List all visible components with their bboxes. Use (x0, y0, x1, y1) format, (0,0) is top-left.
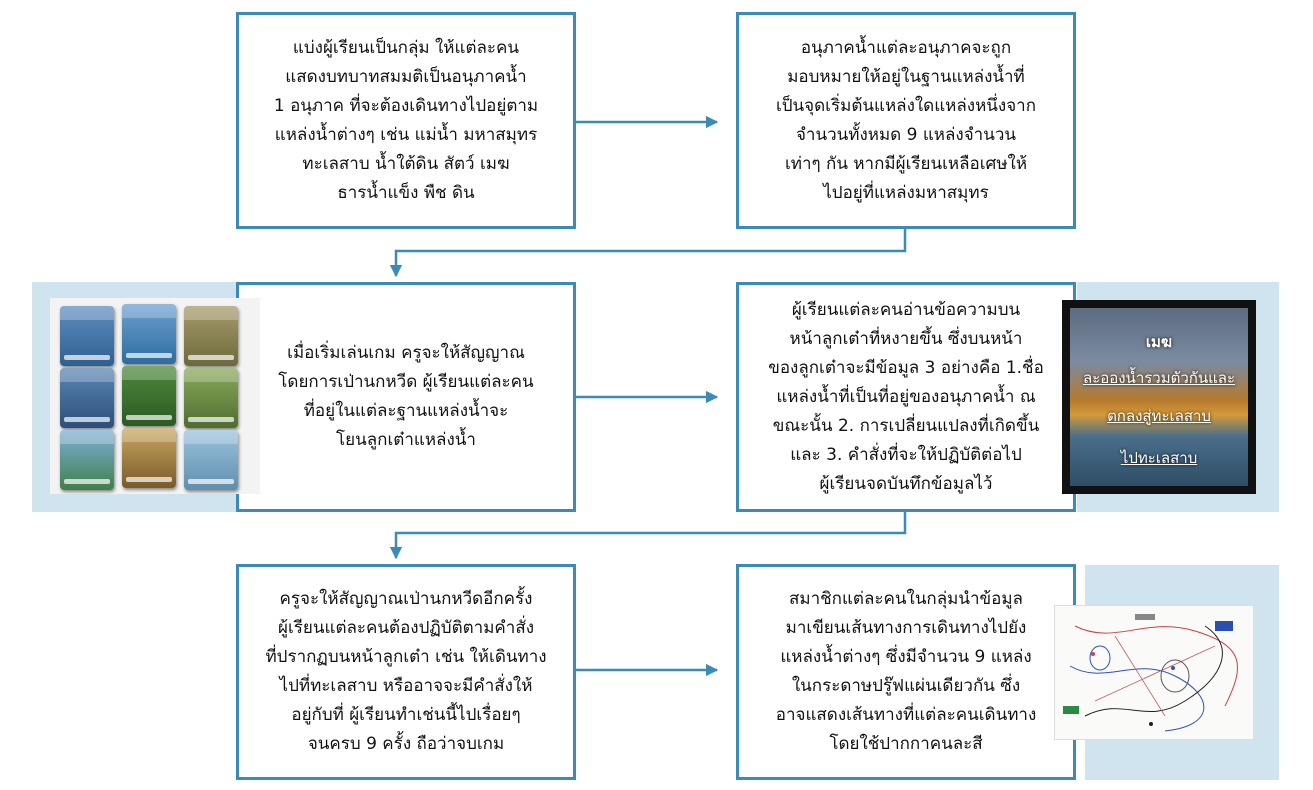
cloud-card-line3: ไปทะเลสาบ (1120, 449, 1198, 467)
dice-cube (122, 366, 176, 426)
step-4-box: ผู้เรียนแต่ละคนอ่านข้อความบน หน้าลูกเต๋า… (736, 282, 1076, 512)
dice-cube (60, 306, 114, 366)
dice-cube (60, 430, 114, 490)
step-3-text: เมื่อเริ่มเล่นเกม ครูจะให้สัญญาณ โดยการเ… (278, 343, 534, 450)
arrow-step4-to-step5 (389, 512, 907, 560)
route-sketch (1063, 614, 1238, 732)
dice-cube (122, 304, 176, 364)
cloud-dice-face-photo: เมฆ ละอองน้ำรวมตัวกันและ ตกลงสู่ทะเลสาบ … (1062, 300, 1256, 494)
lake-scene: เมฆ ละอองน้ำรวมตัวกันและ ตกลงสู่ทะเลสาบ … (1070, 308, 1248, 486)
step-5-text: ครูจะให้สัญญาณเป่านกหวีดอีกครั้ง ผู้เรีย… (265, 589, 547, 754)
arrow-step2-to-step3 (389, 229, 907, 278)
step-6-box: สมาชิกแต่ละคนในกลุ่มนำข้อมูล มาเขียนเส้น… (736, 564, 1076, 780)
step-5-box: ครูจะให้สัญญาณเป่านกหวีดอีกครั้ง ผู้เรีย… (236, 564, 576, 780)
dice-cube (184, 306, 238, 366)
dice-cube (184, 368, 238, 428)
step-6-text: สมาชิกแต่ละคนในกลุ่มนำข้อมูล มาเขียนเส้น… (775, 589, 1037, 754)
step-2-box: อนุภาคน้ำแต่ละอนุภาคจะถูก มอบหมายให้อยู่… (736, 12, 1076, 229)
cloud-card-line1: ละอองน้ำรวมตัวกันและ (1082, 369, 1236, 387)
hand-drawn-route-map-photo (1054, 605, 1254, 740)
step-3-box: เมื่อเริ่มเล่นเกม ครูจะให้สัญญาณ โดยการเ… (236, 282, 576, 512)
dice-cube (60, 368, 114, 428)
step-2-text: อนุภาคน้ำแต่ละอนุภาคจะถูก มอบหมายให้อยู่… (775, 37, 1037, 203)
step-1-box: แบ่งผู้เรียนเป็นกลุ่ม ให้แต่ละคน แสดงบทบ… (236, 12, 576, 229)
step-1-text: แบ่งผู้เรียนเป็นกลุ่ม ให้แต่ละคน แสดงบทบ… (273, 37, 539, 203)
step-4-text: ผู้เรียนแต่ละคนอ่านข้อความบน หน้าลูกเต๋า… (768, 299, 1044, 494)
dice-cube (122, 428, 176, 488)
cloud-card-line2: ตกลงสู่ทะเลสาบ (1107, 407, 1211, 425)
dice-cube (184, 430, 238, 490)
cloud-card-title: เมฆ (1145, 333, 1173, 351)
water-source-dice-photo (50, 298, 260, 494)
